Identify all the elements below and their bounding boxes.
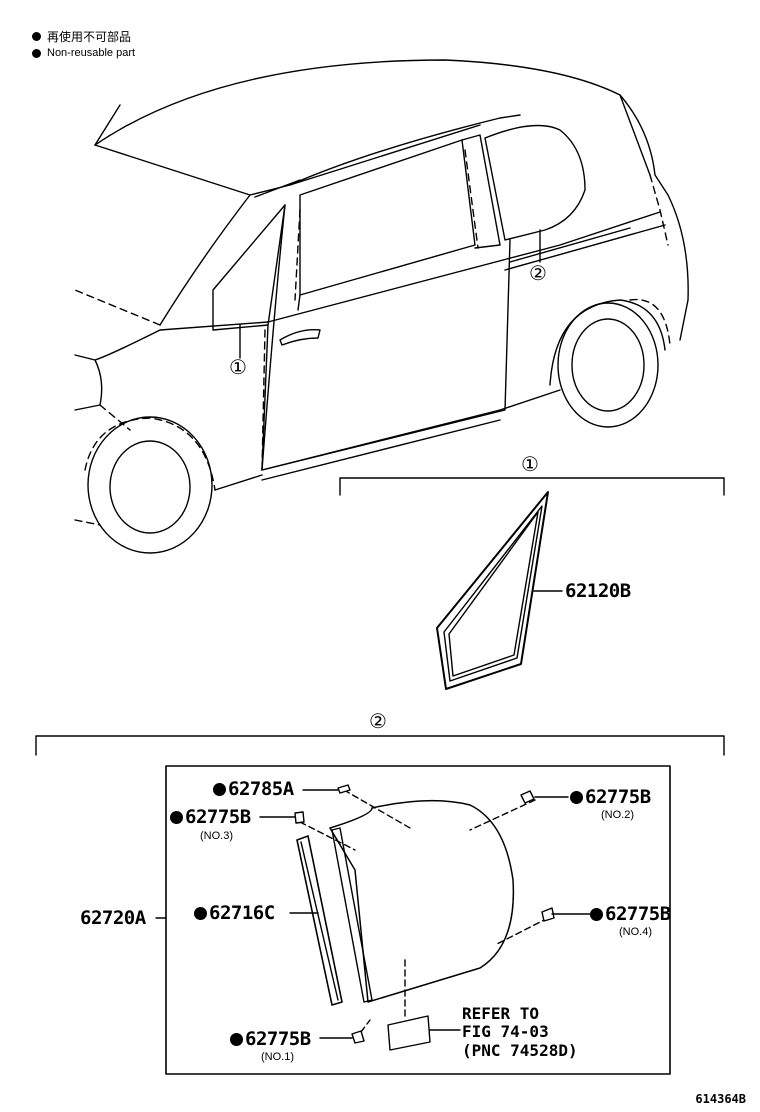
non-reusable-icon (230, 1033, 243, 1046)
callout-2-vehicle: ② (529, 261, 547, 285)
non-reusable-icon (213, 783, 226, 796)
part-sub-no3: (NO.3) (200, 830, 233, 842)
figure-number: 614364B (695, 1092, 746, 1106)
legend-jp-text: 再使用不可部品 (47, 30, 132, 44)
rear-quarter-glass-shape (155, 784, 591, 1051)
part-number: 62775B (245, 1028, 311, 1050)
part-label-62720A: 62720A (80, 907, 146, 929)
callout-2-bracket: ② (369, 709, 387, 733)
part-label-62775B-no1: 62775B (230, 1030, 311, 1049)
legend-en-text: Non-reusable part (47, 47, 136, 59)
callout-1-bracket: ① (521, 452, 539, 476)
part-sub-no2: (NO.2) (601, 809, 634, 821)
quarter-glass-shape (436, 491, 563, 690)
part-label-62120B: 62120B (565, 580, 631, 602)
part-label-62716C: 62716C (194, 904, 275, 923)
part-sub-no4: (NO.4) (619, 926, 652, 938)
part-number: 62775B (605, 903, 671, 925)
legend-jp: 再使用不可部品 (32, 28, 131, 45)
part-label-62775B-no3: 62775B (170, 808, 251, 827)
refer-note-line1: REFER TO (462, 1004, 540, 1023)
detail-box (165, 765, 671, 1075)
non-reusable-icon (590, 908, 603, 921)
callout-1-vehicle: ① (229, 355, 247, 379)
non-reusable-icon (570, 791, 583, 804)
group-bracket-1 (339, 477, 725, 496)
part-label-62785A: 62785A (213, 780, 294, 799)
legend-en: Non-reusable part (32, 47, 135, 59)
part-label-62775B-no2: 62775B (570, 788, 651, 807)
group-bracket-2 (35, 735, 725, 756)
vehicle-illustration (74, 59, 689, 554)
bullet-icon (32, 48, 41, 58)
refer-note-line3: (PNC 74528D) (462, 1041, 578, 1060)
part-number: 62716C (209, 902, 275, 924)
refer-note-line2: FIG 74-03 (462, 1022, 549, 1041)
part-number: 62775B (185, 806, 251, 828)
non-reusable-icon (170, 811, 183, 824)
part-number: 62775B (585, 786, 651, 808)
part-label-62775B-no4: 62775B (590, 905, 671, 924)
part-number: 62785A (228, 778, 294, 800)
non-reusable-icon (194, 907, 207, 920)
part-sub-no1: (NO.1) (261, 1051, 294, 1063)
bullet-icon (32, 32, 41, 41)
